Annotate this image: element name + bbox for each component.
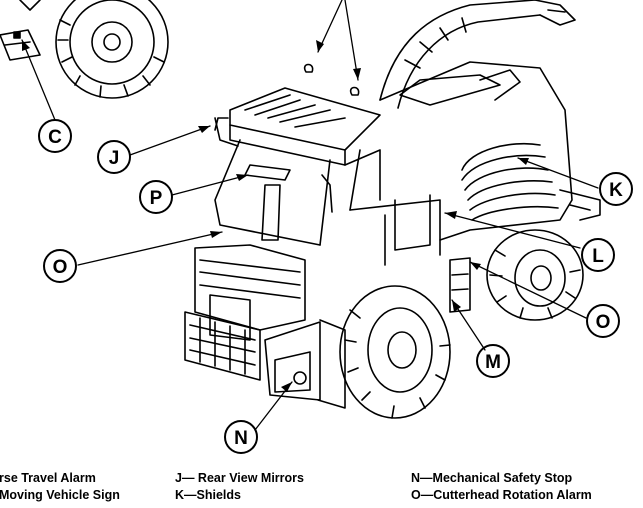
callout-l-letter: L xyxy=(592,246,604,267)
callout-k-letter: K xyxy=(609,180,623,201)
operator-cab xyxy=(214,63,381,246)
callout-n-letter: N xyxy=(234,428,248,449)
callout-m-letter: M xyxy=(485,352,501,373)
legend-item: K—Shields xyxy=(175,488,241,502)
legend-item: rse Travel Alarm xyxy=(0,471,96,485)
front-wheel xyxy=(339,285,451,419)
callout-c-letter: C xyxy=(48,127,62,148)
callout-j-letter: J xyxy=(109,148,120,169)
callout-o-left-letter: O xyxy=(53,257,68,278)
legend-item: Moving Vehicle Sign xyxy=(0,488,120,502)
callout-o-left: O xyxy=(43,249,77,283)
callout-m: M xyxy=(476,344,510,378)
callout-o-right: O xyxy=(586,304,620,338)
harvester-body xyxy=(379,61,601,241)
rear-wheel xyxy=(486,229,584,321)
callout-p-letter: P xyxy=(150,188,163,209)
callout-c: C xyxy=(38,119,72,153)
legend-item: J— Rear View Mirrors xyxy=(175,471,304,485)
callout-n: N xyxy=(224,420,258,454)
callout-k: K xyxy=(599,172,633,206)
callout-l: L xyxy=(581,238,615,272)
callout-o-right-letter: O xyxy=(596,312,611,333)
leader-arrowheads xyxy=(22,40,529,392)
callout-p: P xyxy=(139,180,173,214)
rear-wheel-detail xyxy=(0,0,169,99)
legend-column-1: rse Travel Alarm Moving Vehicle Sign xyxy=(0,470,120,504)
leader-lines xyxy=(21,0,599,431)
platform-and-ladder xyxy=(349,194,471,313)
legend-item: O—Cutterhead Rotation Alarm xyxy=(411,488,592,502)
front-feedroll-area xyxy=(184,244,346,409)
callout-j: J xyxy=(97,140,131,174)
legend-item: N—Mechanical Safety Stop xyxy=(411,471,573,485)
legend-column-3: N—Mechanical Safety Stop O—Cutterhead Ro… xyxy=(411,470,592,504)
legend-column-2: J— Rear View Mirrors K—Shields xyxy=(175,470,304,504)
